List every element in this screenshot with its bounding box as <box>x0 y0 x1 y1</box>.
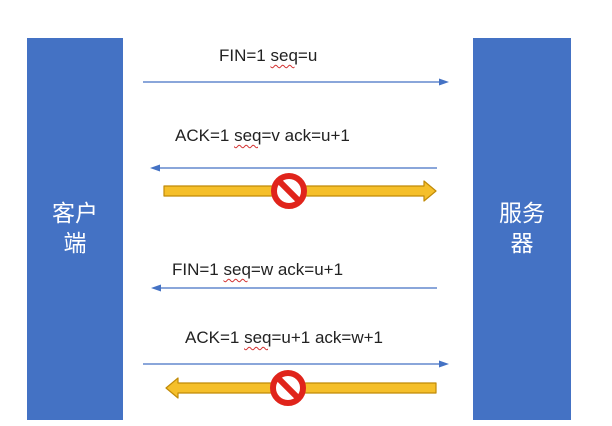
no-entry-icon <box>270 370 306 406</box>
client-label: 客户端 <box>52 201 98 257</box>
message-2-arrow <box>150 164 437 172</box>
message-2-label: ACK=1 seq=v ack=u+1 <box>175 126 350 145</box>
client-box: 客户端 <box>27 38 123 420</box>
no-entry-icon <box>271 173 307 209</box>
server-box: 服务器 <box>473 38 571 420</box>
message-1-label: FIN=1 seq=u <box>219 46 318 65</box>
message-3-arrow <box>151 284 437 292</box>
server-label: 服务器 <box>499 201 545 257</box>
message-3-label: FIN=1 seq=w ack=u+1 <box>172 260 344 279</box>
message-4-label: ACK=1 seq=u+1 ack=w+1 <box>185 328 384 347</box>
message-1-arrow <box>143 78 449 86</box>
message-4-arrow <box>143 360 449 368</box>
